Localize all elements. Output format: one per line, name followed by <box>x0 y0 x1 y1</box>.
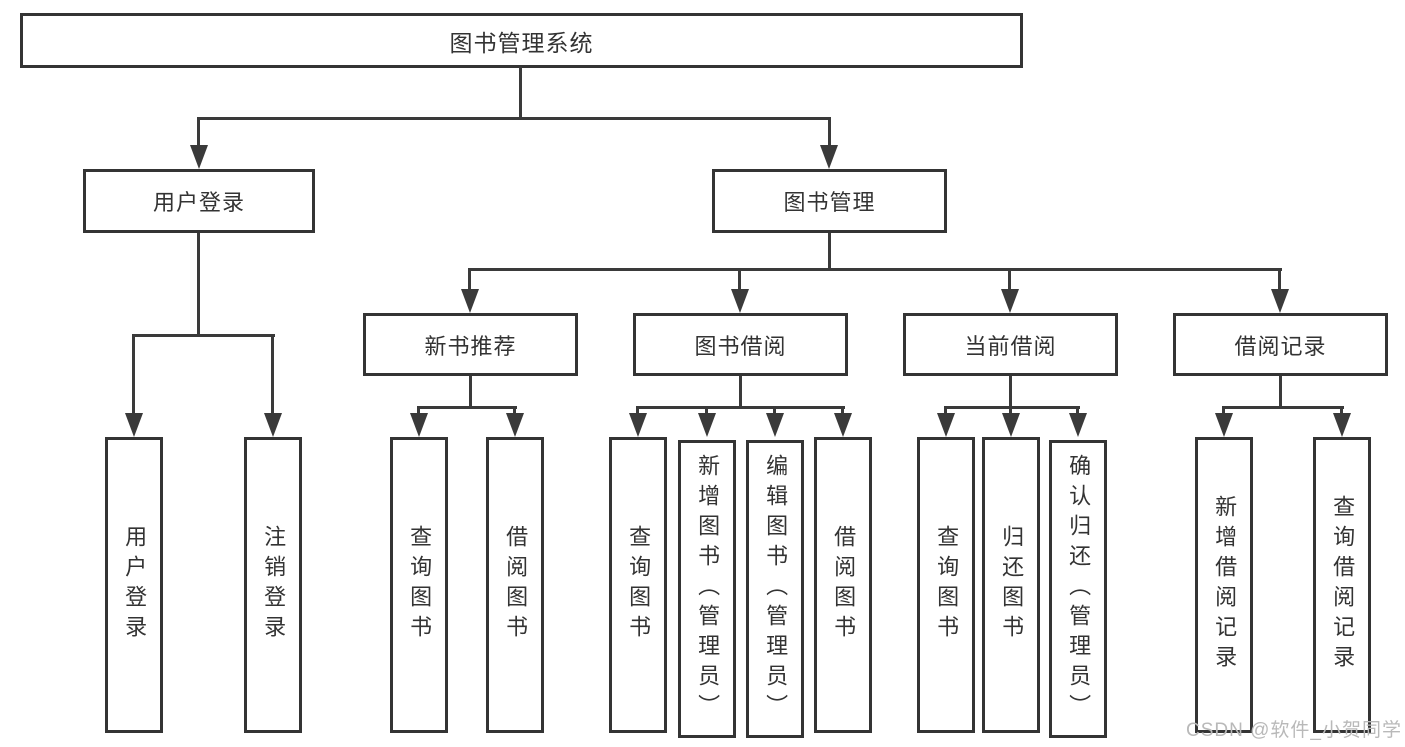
connector-line <box>271 334 274 415</box>
arrowhead-down-icon <box>1333 413 1351 437</box>
connector-line <box>828 233 831 270</box>
connector-line <box>513 406 516 415</box>
leaf-logout: 注销登录 <box>244 437 302 733</box>
node-library-management-system: 图书管理系统 <box>20 13 1023 68</box>
node-label: 借阅记录 <box>1234 333 1327 359</box>
leaf-query-books-borrowing: 查询图书 <box>609 437 667 733</box>
node-book-borrowing: 图书借阅 <box>633 313 848 376</box>
node-user-login-module: 用户登录 <box>83 169 315 233</box>
connector-line <box>739 376 742 408</box>
node-label: 图书管理系统 <box>449 29 594 56</box>
arrowhead-down-icon <box>834 413 852 437</box>
connector-line <box>519 67 522 120</box>
connector-line <box>197 117 200 147</box>
arrowhead-down-icon <box>1069 413 1087 437</box>
leaf-add-borrow-record: 新增借阅记录 <box>1195 437 1253 733</box>
leaf-confirm-return-admin: 确认归还（管理员） <box>1049 440 1107 738</box>
connector-line <box>705 406 708 415</box>
node-current-borrowing: 当前借阅 <box>903 313 1118 376</box>
connector-line <box>1279 376 1282 408</box>
connector-line <box>469 376 472 408</box>
arrowhead-down-icon <box>1002 413 1020 437</box>
connector-line <box>1222 406 1225 415</box>
connector-line <box>197 117 831 120</box>
arrowhead-down-icon <box>1271 289 1289 313</box>
node-label: 用户登录 <box>152 190 245 215</box>
connector-line <box>738 268 741 291</box>
connector-line <box>468 268 1282 271</box>
arrowhead-down-icon <box>698 413 716 437</box>
leaf-query-borrow-record: 查询借阅记录 <box>1313 437 1371 733</box>
csdn-watermark: CSDN @软件_小贺同学 <box>1186 720 1402 741</box>
leaf-user-login: 用户登录 <box>105 437 163 733</box>
connector-line <box>417 406 517 409</box>
leaf-borrow-books-recommend: 借阅图书 <box>486 437 544 733</box>
arrowhead-down-icon <box>410 413 428 437</box>
leaf-edit-book-admin: 编辑图书（管理员） <box>746 440 804 738</box>
arrowhead-down-icon <box>937 413 955 437</box>
node-label: 图书管理 <box>783 190 876 215</box>
arrowhead-down-icon <box>264 413 282 437</box>
connector-line <box>636 406 639 415</box>
connector-line <box>944 406 1080 409</box>
connector-line <box>1222 406 1344 409</box>
node-label: 当前借阅 <box>964 333 1057 359</box>
node-book-management-module: 图书管理 <box>712 169 947 233</box>
connector-line <box>773 406 776 415</box>
connector-line <box>841 406 844 415</box>
node-borrowing-records: 借阅记录 <box>1173 313 1388 376</box>
connector-line <box>132 334 275 337</box>
arrowhead-down-icon <box>125 413 143 437</box>
connector-line <box>1009 376 1012 408</box>
connector-line <box>132 334 135 415</box>
node-label: 图书借阅 <box>694 333 787 359</box>
connector-line <box>1278 268 1281 291</box>
connector-line <box>468 268 471 291</box>
connector-line <box>197 233 200 336</box>
connector-line <box>1009 406 1012 415</box>
leaf-borrow-books-borrowing: 借阅图书 <box>814 437 872 733</box>
leaf-query-books-recommend: 查询图书 <box>390 437 448 733</box>
arrowhead-down-icon <box>1001 289 1019 313</box>
arrowhead-down-icon <box>461 289 479 313</box>
connector-line <box>417 406 420 415</box>
arrowhead-down-icon <box>731 289 749 313</box>
leaf-query-books-current: 查询图书 <box>917 437 975 733</box>
arrowhead-down-icon <box>1215 413 1233 437</box>
connector-line <box>1340 406 1343 415</box>
connector-line <box>1076 406 1079 415</box>
arrowhead-down-icon <box>190 145 208 169</box>
connector-line <box>636 406 845 409</box>
arrowhead-down-icon <box>506 413 524 437</box>
connector-line <box>828 117 831 147</box>
node-new-book-recommendation: 新书推荐 <box>363 313 578 376</box>
connector-line <box>944 406 947 415</box>
arrowhead-down-icon <box>820 145 838 169</box>
node-label: 新书推荐 <box>424 333 517 359</box>
arrowhead-down-icon <box>629 413 647 437</box>
connector-line <box>1008 268 1011 291</box>
leaf-add-book-admin: 新增图书（管理员） <box>678 440 736 738</box>
arrowhead-down-icon <box>766 413 784 437</box>
leaf-return-book: 归还图书 <box>982 437 1040 733</box>
